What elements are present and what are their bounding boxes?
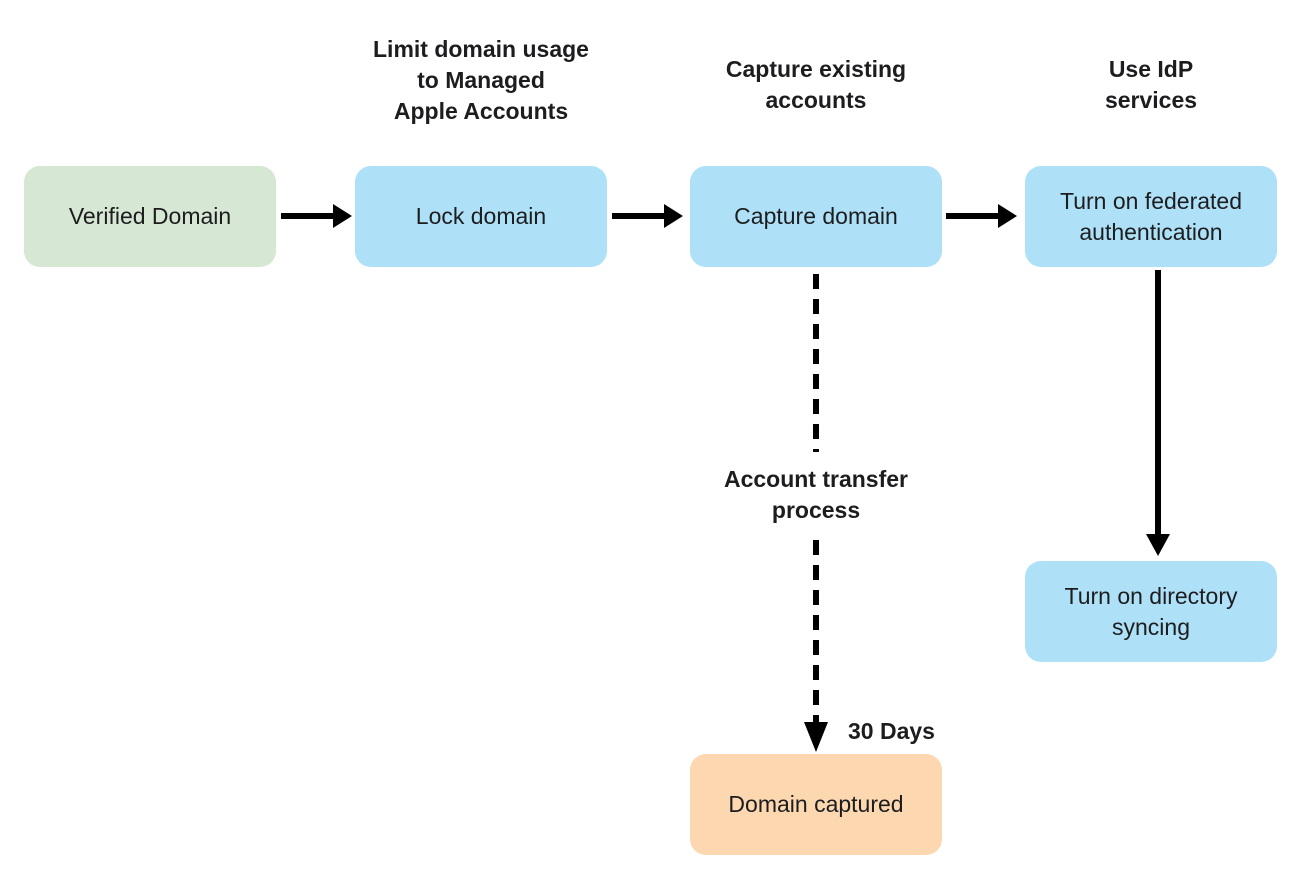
node-verified-domain: Verified Domain <box>24 166 276 267</box>
caption-line: Use IdP <box>1108 56 1194 82</box>
caption-limit-domain-usage: Limit domain usage to Managed Apple Acco… <box>331 34 631 127</box>
edge-label-line: Account transfer <box>723 466 909 492</box>
arrow-capture-to-federated <box>946 204 1017 228</box>
caption-line: services <box>1104 87 1198 113</box>
node-capture-domain: Capture domain <box>690 166 942 267</box>
node-label: Lock domain <box>415 203 547 229</box>
node-turn-on-directory-syncing: Turn on directory syncing <box>1025 561 1277 662</box>
caption-line: accounts <box>765 87 867 113</box>
arrow-federated-to-directory-syncing <box>1146 270 1170 556</box>
node-label: Turn on directory syncing <box>1064 582 1238 640</box>
caption-use-idp-services: Use IdP services <box>1001 54 1296 116</box>
caption-line: Apple Accounts <box>393 98 569 124</box>
caption-line: to Managed <box>417 67 545 93</box>
caption-capture-existing-accounts: Capture existing accounts <box>666 54 966 116</box>
edge-label-account-transfer-process: Account transfer process <box>666 464 966 526</box>
node-turn-on-federated-authentication: Turn on federated authentication <box>1025 166 1277 267</box>
node-label: Verified Domain <box>68 203 232 229</box>
node-lock-domain: Lock domain <box>355 166 607 267</box>
node-domain-captured: Domain captured <box>690 754 942 855</box>
arrow-verified-to-lock <box>281 204 352 228</box>
arrow-lock-to-capture <box>612 204 683 228</box>
node-label: Domain captured <box>728 791 904 817</box>
caption-line: Capture existing <box>725 56 907 82</box>
edge-label-30-days: 30 Days <box>848 718 935 744</box>
node-label: Turn on federated authentication <box>1060 187 1242 245</box>
node-label: Capture domain <box>734 203 898 229</box>
caption-line: Limit domain usage <box>373 36 589 62</box>
edge-label-line: process <box>771 497 861 523</box>
